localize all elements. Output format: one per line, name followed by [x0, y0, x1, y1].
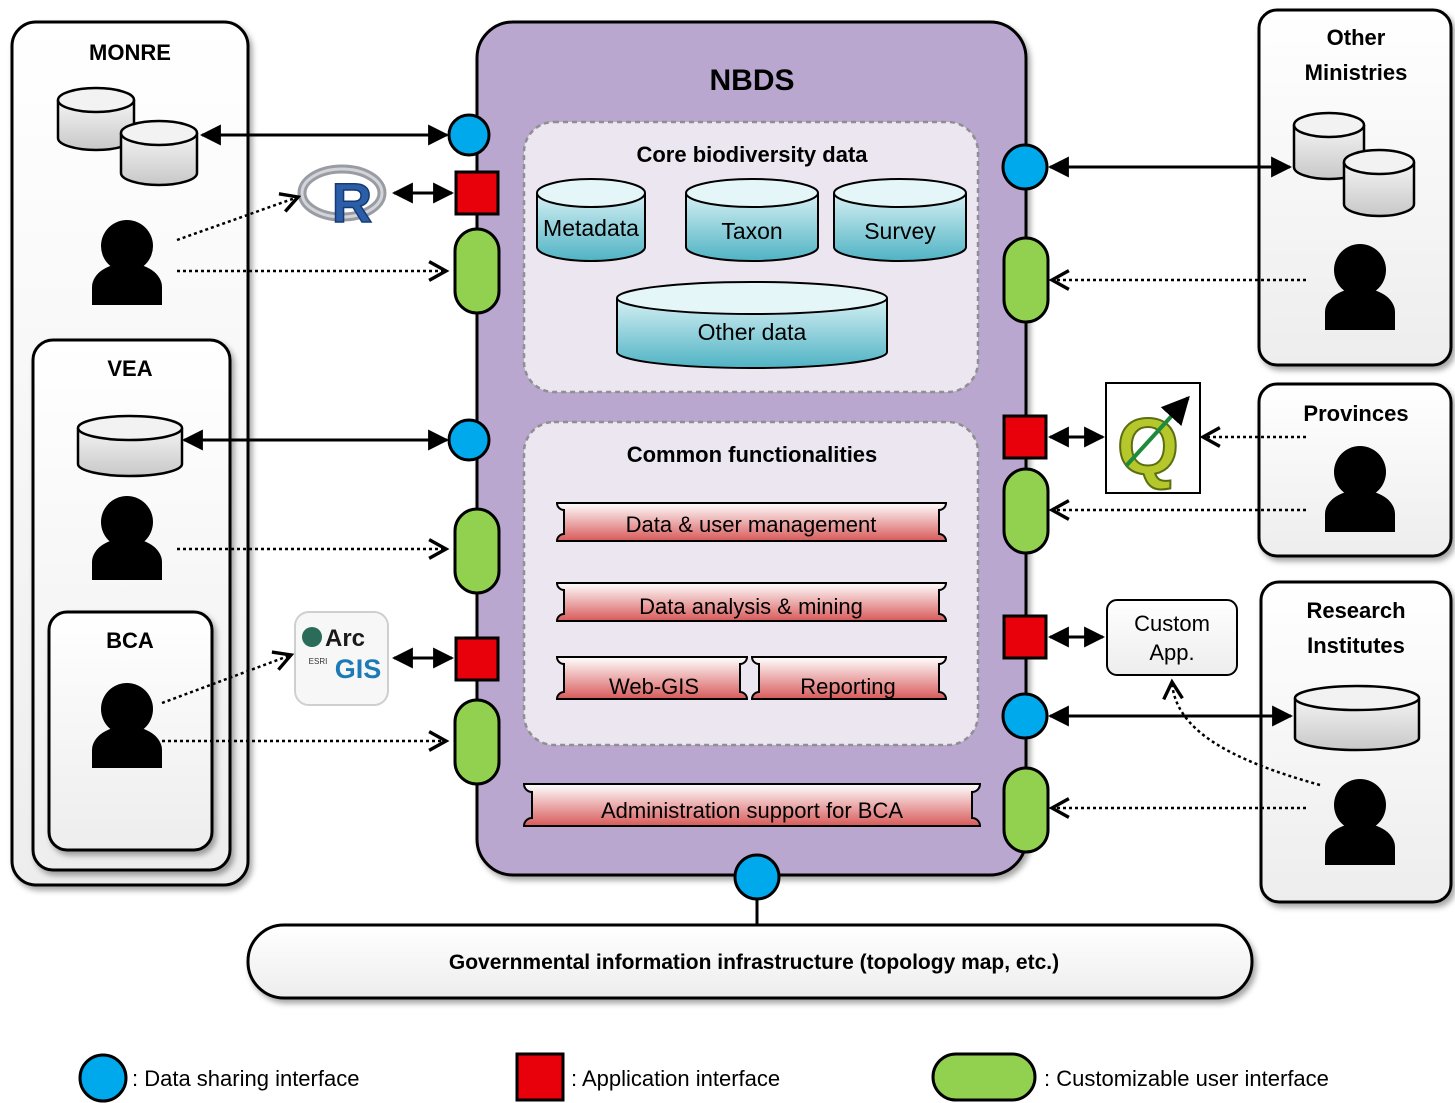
other-ministries-database-icon	[1292, 111, 1416, 218]
customizable-ui-icon	[453, 227, 501, 315]
data-sharing-interface-icon	[447, 113, 491, 157]
vea-user-icon	[92, 496, 162, 580]
legend-customizable-label: : Customizable user interface	[1044, 1066, 1329, 1091]
application-interface-icon	[454, 170, 500, 216]
provinces-user-icon	[1325, 446, 1395, 532]
arcgis-esri-text: ESRI	[309, 657, 328, 666]
legend-circle-icon	[78, 1053, 128, 1103]
data-sharing-interface-icon	[447, 418, 491, 462]
customizable-ui-icon	[1002, 236, 1050, 324]
infrastructure-label: Governmental information infrastructure …	[449, 951, 1059, 974]
legend-square-icon	[515, 1052, 565, 1102]
application-interface-icon	[1002, 414, 1048, 460]
data-user-management-label: Data & user management	[626, 512, 877, 537]
application-interface-icon	[1002, 614, 1048, 660]
data-sharing-interface-icon	[733, 853, 781, 901]
r-logo-icon: R	[297, 164, 387, 235]
custom-app-box: Custom App.	[1106, 599, 1238, 676]
arcgis-gis-text: GIS	[335, 654, 382, 684]
other-data-cylinder: Other data	[616, 281, 888, 369]
custom-app-line1: Custom	[1134, 611, 1210, 636]
common-functionalities-title: Common functionalities	[627, 442, 878, 467]
bca-user-to-arcgis-arrow	[161, 650, 295, 705]
taxon-label: Taxon	[721, 218, 782, 244]
application-interface-icon	[454, 636, 500, 682]
custom-app-line2: App.	[1149, 640, 1194, 665]
other-ministries-line2: Ministries	[1305, 60, 1408, 85]
web-gis-label: Web-GIS	[609, 674, 699, 699]
legend-application-label: : Application interface	[571, 1066, 780, 1091]
legend-application: : Application interface	[515, 1052, 780, 1102]
arcgis-arc-text: Arc	[325, 625, 365, 652]
data-analysis-mining-item: Data analysis & mining	[555, 582, 948, 622]
reporting-item: Reporting	[750, 656, 948, 700]
data-user-management-item: Data & user management	[555, 502, 948, 542]
other-data-label: Other data	[698, 319, 807, 345]
arcgis-logo-icon: Arc ESRI GIS	[294, 611, 389, 706]
metadata-cylinder: Metadata	[536, 178, 646, 262]
data-sharing-interface-icon	[1001, 692, 1049, 740]
data-analysis-mining-label: Data analysis & mining	[639, 594, 863, 619]
metadata-label: Metadata	[543, 215, 639, 241]
data-sharing-interface-icon	[1001, 143, 1049, 191]
bca-label: BCA	[106, 628, 154, 653]
other-ministries-line1: Other	[1327, 25, 1386, 50]
core-data-title: Core biodiversity data	[636, 142, 868, 167]
provinces-label: Provinces	[1303, 401, 1408, 426]
infrastructure-bar: Governmental information infrastructure …	[246, 923, 1254, 1000]
legend-data-sharing-label: : Data sharing interface	[132, 1066, 359, 1091]
other-ministries-user-icon	[1325, 244, 1395, 330]
web-gis-item: Web-GIS	[555, 656, 749, 700]
customizable-ui-icon	[1002, 467, 1050, 555]
research-user-icon	[1325, 779, 1395, 865]
reporting-label: Reporting	[800, 674, 895, 699]
legend: : Data sharing interface : Application i…	[78, 1052, 1329, 1103]
legend-customizable: : Customizable user interface	[931, 1052, 1329, 1102]
survey-label: Survey	[864, 218, 936, 244]
customizable-ui-icon	[453, 507, 501, 595]
admin-support-item: Administration support for BCA	[522, 783, 982, 827]
survey-cylinder: Survey	[833, 178, 967, 262]
r-logo-text: R	[332, 171, 372, 234]
vea-database-icon	[76, 414, 184, 478]
research-user-to-custom-app-arrow	[1162, 678, 1321, 787]
research-institutes-line2: Institutes	[1307, 633, 1405, 658]
customizable-ui-icon	[453, 698, 501, 786]
legend-pill-icon	[931, 1052, 1037, 1102]
legend-data-sharing: : Data sharing interface	[78, 1053, 359, 1103]
admin-support-label: Administration support for BCA	[601, 798, 903, 823]
qgis-logo-icon: Q	[1105, 382, 1201, 494]
monre-database-icon	[56, 86, 199, 187]
research-institutes-line1: Research	[1306, 598, 1405, 623]
monre-user-icon	[92, 220, 162, 305]
customizable-ui-icon	[1002, 766, 1050, 854]
nbds-title: NBDS	[709, 64, 794, 97]
research-database-icon	[1293, 684, 1421, 752]
taxon-cylinder: Taxon	[685, 178, 819, 262]
monre-label: MONRE	[89, 40, 171, 65]
bca-user-icon	[92, 683, 162, 768]
vea-label: VEA	[107, 356, 152, 381]
